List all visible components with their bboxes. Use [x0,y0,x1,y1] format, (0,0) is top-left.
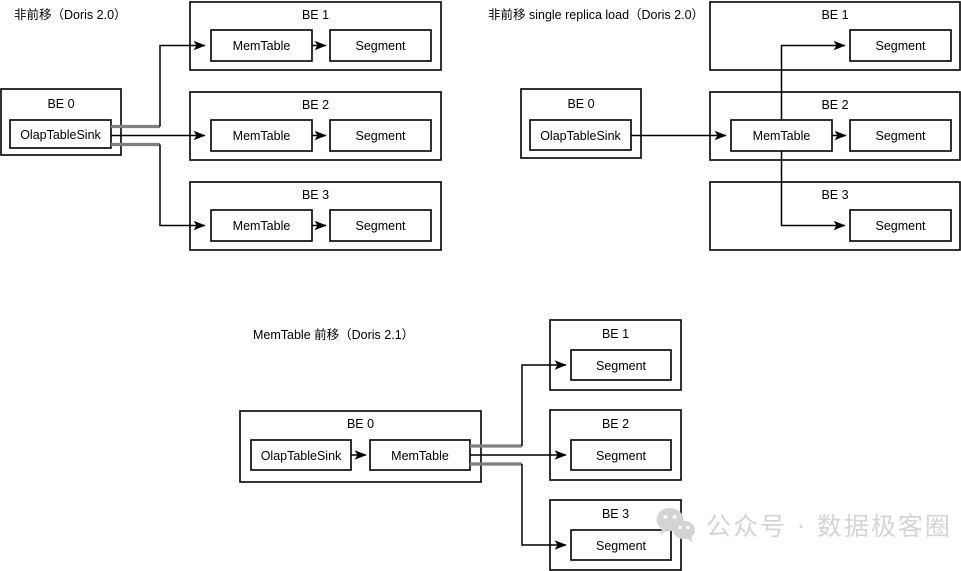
panel0-olaptablesink-label: OlapTableSink [20,128,101,142]
panel1-be2-memtable-box [730,119,833,152]
panel2-be3-label: BE 3 [602,507,629,521]
panel0-be3-segment-box [329,209,432,242]
panel2-be1-segment-label: Segment [596,359,647,373]
panel1-be1-segment-label: Segment [875,39,926,53]
panel0-be0-label: BE 0 [47,97,74,111]
panel2-conn-memtable-to-be1 [521,360,567,446]
panel2-memtable-label: MemTable [391,449,449,463]
panel0-be2-label: BE 2 [302,98,329,112]
panel2-be2-segment-box [570,439,672,471]
panel1-olaptablesink-box [529,119,632,151]
panel1-conn-memtable-to-be1-segment [780,40,846,120]
panel0-be3-segment-label: Segment [355,219,406,233]
panel0-be1-label: BE 1 [302,8,329,22]
panel1-be2-segment-label: Segment [875,129,926,143]
panel0-be2-segment-box [329,119,432,152]
panel2-conn-memtable-to-be3 [521,464,567,550]
panel0-be3-memtable-label: MemTable [233,219,291,233]
panel1-be2-label: BE 2 [821,98,848,112]
panel2-olaptablesink-label: OlapTableSink [261,449,342,463]
panel1-be2-memtable-label: MemTable [753,129,811,143]
panel2-be3-segment-label: Segment [596,539,647,553]
panel0-conn-sink-to-be3 [159,144,206,231]
panel0-be1-segment-label: Segment [355,39,406,53]
panel0-be2-segment-label: Segment [355,129,406,143]
panel0-be3-memtable-box [210,209,313,242]
panel1-be1-segment-box [849,29,952,62]
panel2-be0-label: BE 0 [347,417,374,431]
panel0-olaptablesink-box [9,119,112,149]
panel1-be2-segment-box [849,119,952,152]
panel2-be3-segment-box [570,529,672,561]
panel-title-memtable-forward: MemTable 前移（Doris 2.1） [253,327,414,342]
panel2-be2-label: BE 2 [602,417,629,431]
panel1-be3-segment-box [849,209,952,242]
panel-title-single-replica: 非前移 single replica load（Doris 2.0） [488,7,704,22]
panel1-be3-segment-label: Segment [875,219,926,233]
panel1-be1-label: BE 1 [821,8,848,22]
panel1-be0-label: BE 0 [567,97,594,111]
panel1-conn-memtable-to-be3-segment [780,151,846,231]
panel0-be3-label: BE 3 [302,188,329,202]
panel1-olaptablesink-label: OlapTableSink [540,129,621,143]
panel-title-non-forward: 非前移（Doris 2.0） [14,7,127,22]
panel2-be1-label: BE 1 [602,327,629,341]
panel0-conn-sink-to-be1 [159,40,206,127]
panel2-be2-segment-label: Segment [596,449,647,463]
panel0-be1-segment-box [329,29,432,62]
panel0-be2-memtable-label: MemTable [233,129,291,143]
panel0-be1-memtable-label: MemTable [233,39,291,53]
panel2-be1-segment-box [570,349,672,381]
panel1-be3-label: BE 3 [821,188,848,202]
